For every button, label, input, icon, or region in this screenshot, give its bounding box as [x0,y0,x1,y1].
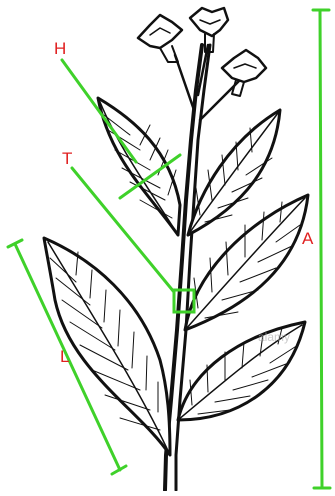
label-h: H [54,40,66,57]
watermark: alamy [258,330,290,344]
label-a: A [302,230,313,247]
flower-top-left [138,15,182,62]
flower-branch-left [175,55,194,110]
stem-height-line-a [320,10,322,488]
flower-right [222,50,266,96]
label-l: L [60,348,69,365]
leaf-tip-to-blade-line [62,60,136,162]
label-t: T [62,150,72,167]
